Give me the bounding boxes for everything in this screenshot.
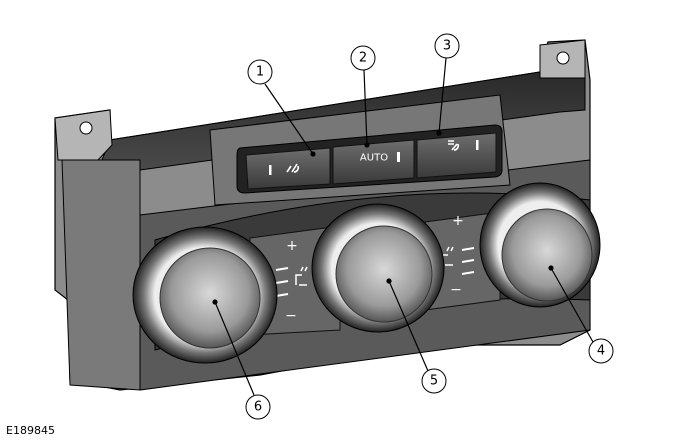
indicator-led xyxy=(269,165,272,175)
button-strip: AUTO xyxy=(236,124,503,194)
fan-speed-knob[interactable] xyxy=(311,203,445,333)
svg-text:6: 6 xyxy=(254,400,262,415)
left-seat-heat-level-bars xyxy=(275,267,289,297)
windscreen-heat-icon xyxy=(448,140,460,151)
callout-6: 6 xyxy=(245,394,271,420)
svg-text:5: 5 xyxy=(430,374,438,389)
auto-button[interactable] xyxy=(332,139,415,185)
windscreen-heat-button[interactable] xyxy=(416,132,497,179)
callout-2: 2 xyxy=(350,45,376,71)
left-seat-heat-icon xyxy=(295,266,308,286)
callout-1: 1 xyxy=(247,59,273,85)
rear-screen-heat-button[interactable] xyxy=(245,147,331,190)
right-temperature-knob[interactable] xyxy=(479,182,601,308)
callout-3: 3 xyxy=(434,33,460,59)
callout-5: 5 xyxy=(421,368,447,394)
auto-label: AUTO xyxy=(360,153,388,164)
indicator-led xyxy=(476,140,479,150)
right-seat-heat-level-bars xyxy=(461,247,475,275)
indicator-led xyxy=(397,152,400,162)
svg-text:1: 1 xyxy=(256,65,264,80)
right-plus-label: + xyxy=(452,213,464,229)
right-minus-label: − xyxy=(450,282,462,298)
callout-leaders xyxy=(212,57,594,396)
callout-4: 4 xyxy=(588,338,614,364)
rear-heat-icon xyxy=(286,163,300,173)
svg-text:3: 3 xyxy=(443,39,451,54)
svg-text:4: 4 xyxy=(597,344,605,359)
svg-text:2: 2 xyxy=(359,51,367,66)
left-minus-label: − xyxy=(285,308,297,324)
figure-id-label: E189845 xyxy=(6,424,55,437)
left-temperature-knob[interactable] xyxy=(132,226,278,364)
left-plus-label: + xyxy=(286,238,298,254)
